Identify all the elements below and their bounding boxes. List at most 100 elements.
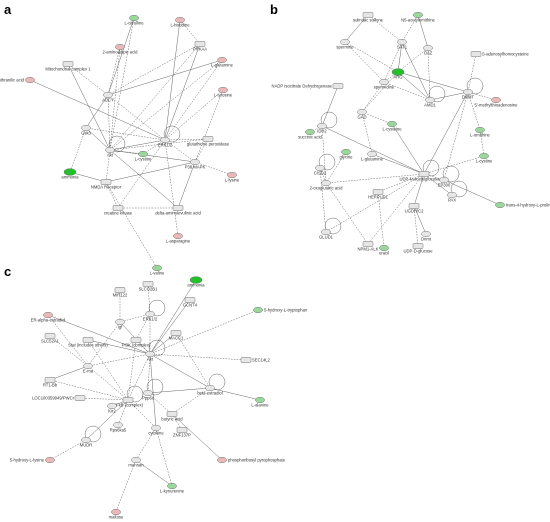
node-c31[interactable]: L-kynurenine xyxy=(160,482,185,494)
node-b26[interactable]: trans-4-hydroxy-L-proline xyxy=(495,201,550,209)
node-a17[interactable]: NMDA Receptor xyxy=(91,179,122,190)
node-c2[interactable]: SLCO2B1 xyxy=(139,281,159,292)
node-c22[interactable]: Ppp6c xyxy=(142,389,154,401)
node-c30[interactable]: 5-hydroxy-L-lysine xyxy=(10,456,55,464)
node-c16[interactable]: RT1-Bb xyxy=(43,377,58,388)
node-c23[interactable]: Rps6ka5 xyxy=(110,421,127,433)
node-b8[interactable]: NADP Isocitrate Dehydrogenase xyxy=(272,83,344,89)
node-c20[interactable]: NFkB (complex) xyxy=(113,397,144,408)
node-c9[interactable]: SLC52A1 xyxy=(41,333,60,344)
node-shape-b2 xyxy=(413,11,423,19)
node-a16[interactable]: ammonia xyxy=(61,168,79,180)
node-c12[interactable]: MACC1 xyxy=(169,330,184,341)
edge-a8-a14 xyxy=(194,89,224,163)
node-c26[interactable]: cytokine xyxy=(148,424,164,436)
node-b28[interactable]: UGDH/C2 xyxy=(405,203,425,214)
node-c15[interactable]: E-rna xyxy=(83,362,94,374)
node-a9[interactable]: ADCY xyxy=(102,91,114,103)
node-shape-c6 xyxy=(115,318,125,326)
node-c17[interactable]: beta-estradiol xyxy=(197,384,223,396)
node-c18[interactable]: L-alanine xyxy=(251,396,269,408)
node-c13[interactable]: Akt xyxy=(145,350,155,362)
node-b6[interactable]: OAZ xyxy=(423,44,433,56)
node-c24[interactable]: butyric acid xyxy=(161,411,183,422)
node-c25[interactable]: ZNF137P xyxy=(173,427,191,438)
node-a15[interactable]: L-cystine xyxy=(135,150,152,162)
node-b17[interactable]: IDH2 xyxy=(317,122,327,134)
node-c4[interactable]: GCNT4 xyxy=(183,297,198,308)
node-b32[interactable]: UDP-D-glucose xyxy=(403,243,433,254)
edge-c2-c5 xyxy=(147,283,151,315)
node-a3[interactable]: 2-aminoadipic acid xyxy=(103,43,139,55)
node-c7[interactable]: ER-alpha-estradiol xyxy=(31,311,66,323)
node-b18[interactable]: CISD2 xyxy=(314,164,327,176)
node-a4[interactable]: PRKAA xyxy=(193,41,207,52)
node-label-b2: N5-acetylornithine xyxy=(401,18,435,23)
node-b15[interactable]: L-ornithine xyxy=(470,126,491,138)
node-a5[interactable]: Mitochondrial complex 1 xyxy=(45,61,91,72)
node-a2[interactable]: L-histidine xyxy=(170,16,190,28)
node-b10[interactable]: AMD1 xyxy=(424,96,436,108)
node-b33[interactable]: Dnmt xyxy=(421,230,432,242)
node-c28[interactable]: phosphoribosyl pyrophosphate xyxy=(217,456,286,464)
node-b3[interactable]: spermine xyxy=(336,38,354,50)
node-c27[interactable]: MUDR xyxy=(80,436,93,448)
node-b1[interactable]: sulindac sulfone xyxy=(353,12,384,23)
node-a13[interactable]: Akt xyxy=(105,146,115,158)
node-a20[interactable]: delta-aminolevulinic acid xyxy=(155,205,201,216)
node-c32[interactable]: maltose xyxy=(109,508,124,520)
node-a1[interactable]: L-citrulline xyxy=(124,14,144,26)
node-b30[interactable]: NPM1-ALK xyxy=(358,241,379,252)
node-c11[interactable]: PI3K (complex) xyxy=(122,337,151,348)
node-a11[interactable]: ERK1/2 xyxy=(158,136,173,148)
node-b9[interactable]: spermidine xyxy=(374,78,395,90)
node-c8[interactable]: 5-hydroxy-L-tryptophan xyxy=(253,306,308,314)
node-c3[interactable]: MIR122 xyxy=(113,287,128,298)
node-c14[interactable]: SEC14L2 xyxy=(240,357,271,363)
node-shape-b18 xyxy=(315,164,325,172)
node-a12[interactable]: glutathione peroxidase xyxy=(187,136,230,147)
self-loop-c5 xyxy=(148,299,166,317)
node-c19[interactable]: LOC100359949/PWCr xyxy=(32,395,86,401)
node-a19[interactable]: creatine kinase xyxy=(104,205,133,216)
node-a8[interactable]: L-tyrosine xyxy=(214,86,233,98)
node-shape-b20 xyxy=(367,150,377,158)
node-a7[interactable]: 3-hydroxyanthranilic acid xyxy=(0,76,35,84)
node-label-c30: 5-hydroxy-L-lysine xyxy=(10,457,45,462)
node-b19[interactable]: glycine xyxy=(339,148,353,160)
node-b11[interactable]: DNMT xyxy=(462,88,475,100)
node-a10[interactable]: Gsk3 xyxy=(81,124,92,136)
node-shape-c28 xyxy=(217,456,227,464)
edge-b3-b9 xyxy=(344,41,385,83)
node-c6[interactable]: Igf xyxy=(115,318,125,330)
node-b5[interactable]: SAT1 xyxy=(397,38,408,50)
node-b23[interactable]: EP300 xyxy=(438,176,451,188)
node-b2[interactable]: N5-acetylornithine xyxy=(401,11,436,23)
node-b21[interactable]: 2-oxoglutaric acid xyxy=(310,179,343,191)
edge-c29-c32 xyxy=(115,459,137,513)
node-b12[interactable]: 5'-methylthioadenosine xyxy=(475,96,519,108)
node-b14[interactable]: L-cysteine xyxy=(382,120,402,132)
node-shape-b30 xyxy=(362,241,374,247)
node-a22[interactable]: L-valine xyxy=(150,264,165,276)
node-b25[interactable]: HERPUD1 xyxy=(368,189,389,200)
node-b29[interactable]: GLUD1 xyxy=(319,228,334,240)
node-b16[interactable]: succinic acid xyxy=(298,128,323,140)
node-b27[interactable]: L-cystine xyxy=(476,152,493,164)
node-c10[interactable]: Stat (includes others) xyxy=(68,337,108,348)
node-c29[interactable]: mannan xyxy=(128,456,144,468)
node-a6[interactable]: L-glutamine xyxy=(211,56,234,68)
node-b20[interactable]: L-glutamine xyxy=(361,150,384,162)
node-c1[interactable]: ammonia xyxy=(187,276,205,288)
node-a14[interactable]: P38 MAPK xyxy=(185,158,206,170)
node-b31[interactable]: uracil xyxy=(379,244,389,256)
node-a18[interactable]: L-lysine xyxy=(225,171,240,183)
node-b4[interactable]: ARG xyxy=(391,68,405,80)
node-c5[interactable]: ERK1/2 xyxy=(143,310,158,322)
node-b24[interactable]: PAX xyxy=(447,191,457,203)
node-b13[interactable]: GAD xyxy=(357,108,367,120)
node-a21[interactable]: L-asparagine xyxy=(166,232,191,244)
node-b7[interactable]: S-adenosylhomocysteine xyxy=(470,51,529,57)
node-c21[interactable]: Kir2 xyxy=(107,402,117,414)
node-b22[interactable]: UDP-N-acetylglucosamine xyxy=(399,171,449,182)
